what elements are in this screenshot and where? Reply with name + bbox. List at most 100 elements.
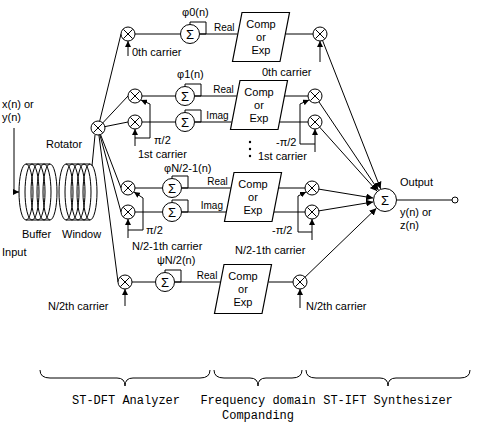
signal-connector [175,282,220,283]
signal-connector [286,34,381,189]
phase-label: π/2 [154,134,171,147]
buffer-ring [26,220,50,221]
signal-wire [132,282,155,283]
multiplier-symbol [293,275,307,289]
sum-symbol: Σ [161,276,169,289]
continuation-dot [249,155,251,157]
summer-circle: Σ [180,24,200,44]
phase-label: π/2 [146,224,163,237]
section-brace [214,370,302,386]
multiplier-symbol [308,115,322,129]
phase-shift-wire [298,192,312,232]
section-label: ST-IFT Synthesizer [321,394,455,409]
input-wire [14,128,19,192]
carrier-wire [128,41,129,56]
signal-wire [92,135,95,166]
signal-connector [182,188,231,189]
multiplier-symbol [121,205,135,219]
continuation-dot [249,148,251,150]
compander-box: Comp or Exp [224,172,282,222]
signal-name: x(n) or y(n) [2,98,46,124]
signal-wire [142,122,175,123]
buffer-ring [37,164,51,220]
carrier-label: 1st carrier [138,148,187,161]
multiplier-symbol [121,181,135,195]
fan-wire [98,128,118,282]
phase-label: -π/2 [276,136,296,149]
edge-label: Real [207,176,228,187]
phase-label: -π/2 [272,224,292,237]
multiplier-symbol [121,27,135,41]
window-ring [66,220,90,221]
signal-connector [182,212,226,213]
part-name: Input [2,246,26,259]
carrier-wire [320,41,321,62]
phase-shift-wire [300,100,315,144]
signal-name: φ1(n) [177,68,204,81]
window-ring [66,164,90,165]
signal-wire [142,96,175,97]
signal-name: φN/2-1(n) [164,162,211,175]
multiplier-symbol [305,181,319,195]
signal-name: φ0(n) [182,6,209,19]
carrier-wire [128,219,129,238]
compander-box: Comp or Exp [214,264,272,314]
summer-circle: Σ [162,202,182,222]
signal-connector [279,188,373,198]
carrier-label: N/2-1th carrier [235,244,305,257]
multiplier-symbol [118,275,132,289]
carrier-label: N/2th carrier [48,300,109,313]
sum-symbol: Σ [168,206,176,219]
carrier-label: 0th carrier [262,66,312,79]
section-brace [40,370,210,386]
signal-wire [135,34,180,35]
multiplier-symbol [308,89,322,103]
edge-label: Imag [201,200,223,211]
signal-wire [135,188,162,189]
carrier-label: 0th carrier [132,46,182,59]
carrier-label: N/2-1th carrier [132,240,202,253]
part-name: Window [62,228,101,241]
rotator-multiplier [91,121,105,135]
signal-name: y(n) or z(n) [400,206,446,232]
carrier-wire [312,219,313,240]
signal-connector [274,202,373,212]
sum-symbol: Σ [181,90,189,103]
section-brace [306,370,470,386]
carrier-wire [300,289,301,308]
buffer-ring [26,164,50,165]
box-text: Comp or Exp [246,18,276,57]
sum-symbol: Σ [168,182,176,195]
part-name: Rotator [46,138,82,151]
multiplier-symbol [305,205,319,219]
buffer-ring [43,164,57,220]
multiplier-symbol [128,89,142,103]
signal-connector [285,96,378,190]
summer-circle: Σ [373,188,397,212]
sum-symbol: Σ [181,116,189,129]
fan-wire [98,128,121,212]
box-text: Comp or Exp [238,178,268,217]
carrier-wire [315,129,316,152]
signal-wire [135,212,162,213]
part-name: Buffer [22,228,51,241]
compander-box: Comp or Exp [232,12,290,62]
continuation-dot [249,141,251,143]
sum-symbol: Σ [186,28,194,41]
signal-name: Output [400,176,433,189]
carrier-label: N/2th carrier [306,300,367,313]
edge-label: Real [197,270,218,281]
multiplier-symbol [128,115,142,129]
summer-circle: Σ [175,86,195,106]
summer-circle: Σ [175,112,195,132]
carrier-wire [125,289,126,306]
output-wire [397,200,452,201]
carrier-label: 1st carrier [258,150,307,163]
sum-symbol: Σ [381,194,389,207]
edge-label: Real [213,84,234,95]
window-ring [83,164,97,220]
summer-circle: Σ [162,178,182,198]
multiplier-symbol [313,27,327,41]
section-label: Frequency domain Companding [197,394,319,424]
box-text: Comp or Exp [228,270,258,309]
